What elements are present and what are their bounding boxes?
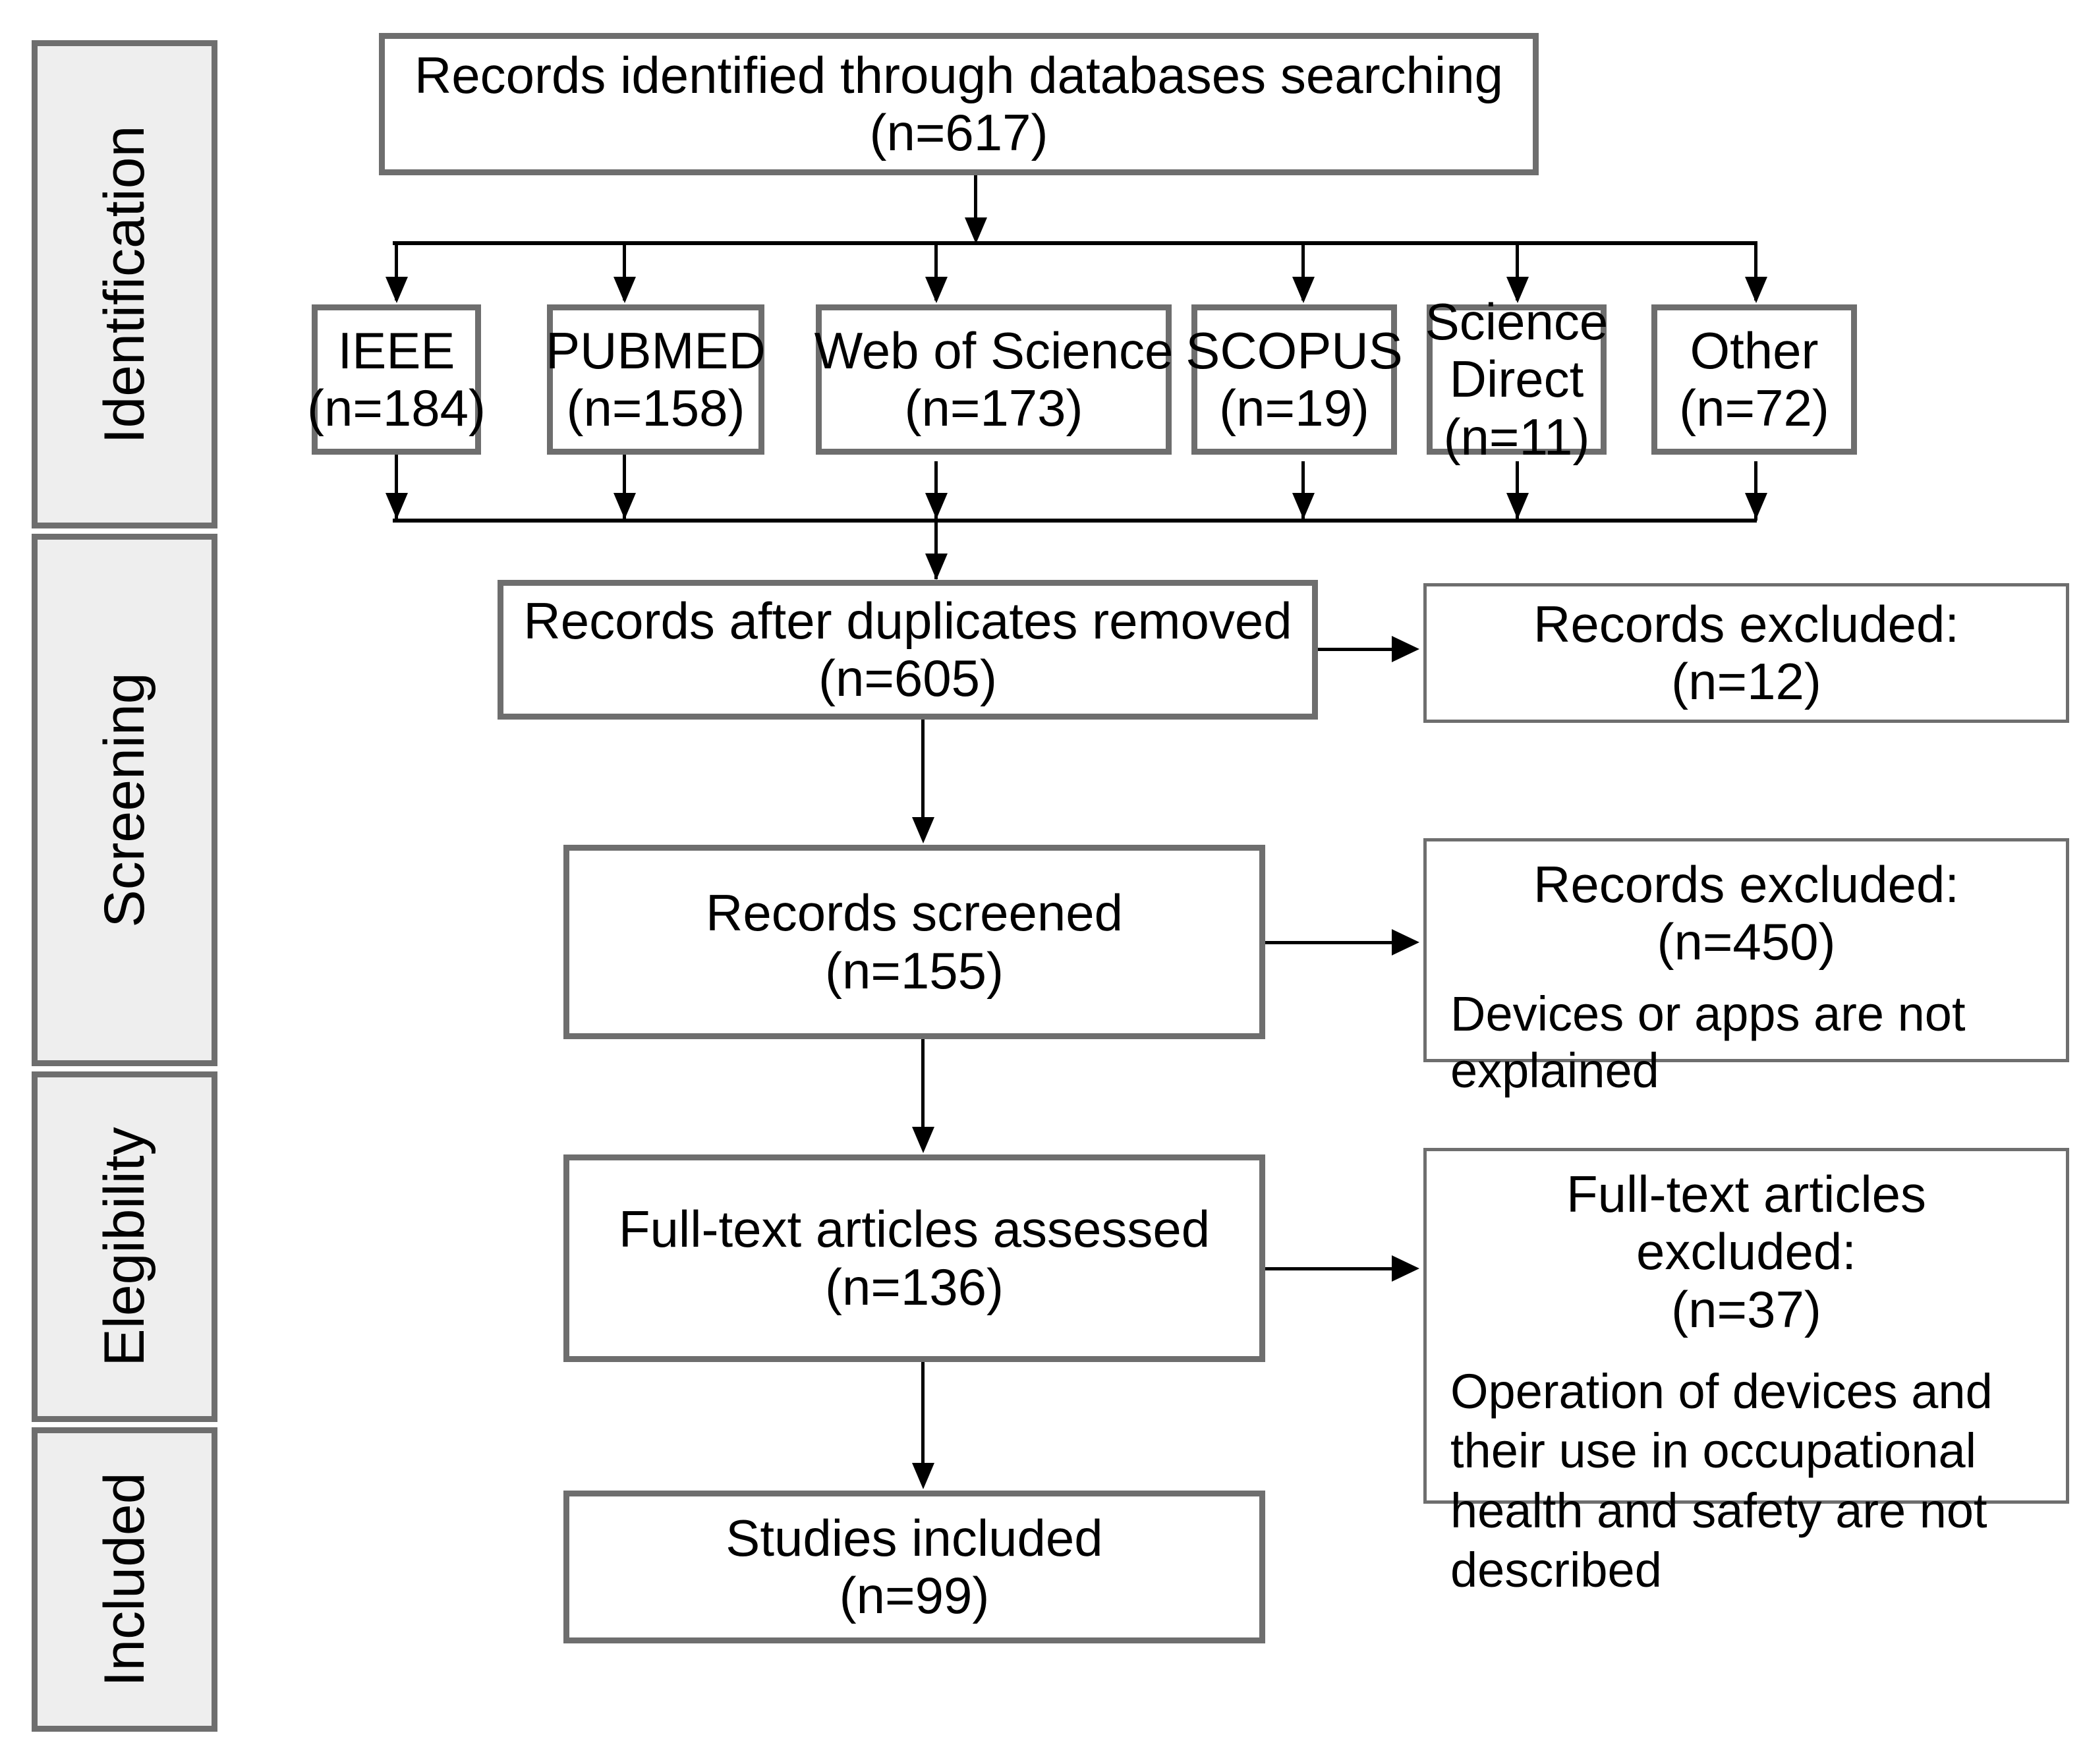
database-name: PUBMED	[546, 321, 766, 380]
arrowhead-down	[965, 217, 987, 244]
connector-pubmed-to-merge	[623, 455, 626, 521]
box-title: Full-text articles assessed	[618, 1200, 1211, 1259]
connector-fulltext-to-included	[921, 1362, 925, 1484]
box-database-science-direct: Science Direct (n=11)	[1425, 293, 1609, 465]
box-fulltext-excluded: Full-text articles excluded: (n=37) Oper…	[1423, 1148, 2069, 1597]
arrowhead-down	[1745, 493, 1767, 519]
connector-fanout-bus	[393, 241, 1757, 245]
box-reason: Devices or apps are not explained	[1450, 986, 1966, 1098]
stage-rail-label: Screening	[93, 672, 156, 928]
box-title: Records excluded:	[1533, 594, 1959, 653]
database-name: Science	[1425, 292, 1609, 351]
box-count: (n=99)	[839, 1566, 990, 1624]
database-count: (n=173)	[904, 379, 1083, 437]
box-title: Records identified through databases sea…	[414, 45, 1504, 104]
box-title: Records screened	[706, 884, 1123, 942]
box-database-pubmed: PUBMED (n=158)	[546, 304, 766, 455]
arrowhead-down	[912, 1127, 934, 1153]
arrowhead-down	[1292, 493, 1315, 519]
box-count: (n=12)	[1671, 652, 1821, 710]
box-reason: Operation of devices and their use in oc…	[1450, 1364, 1993, 1597]
box-database-web-of-science: Web of Science (n=173)	[814, 304, 1174, 455]
stage-rail-included: Included	[32, 1427, 217, 1732]
connector-sciencedirect-to-merge	[1516, 461, 1519, 521]
box-records-after-duplicates: Records after duplicates removed (n=605)	[498, 580, 1318, 720]
connector-other-to-merge	[1754, 461, 1757, 521]
arrowhead-down	[925, 277, 948, 303]
database-count: (n=19)	[1219, 379, 1369, 437]
box-title: Records excluded:	[1533, 855, 1959, 913]
connector-bus-to-pubmed	[623, 241, 626, 300]
arrowhead-down	[1506, 277, 1529, 303]
box-studies-included: Studies included (n=99)	[563, 1491, 1265, 1643]
box-title: Records after duplicates removed	[523, 591, 1292, 650]
box-count: (n=37)	[1671, 1280, 1821, 1338]
box-count: (n=136)	[824, 1257, 1004, 1316]
stage-rail-label: Included	[93, 1472, 156, 1687]
box-fulltext-assessed: Full-text articles assessed (n=136)	[563, 1154, 1265, 1362]
arrowhead-down	[925, 493, 948, 519]
database-name: Web of Science	[814, 321, 1174, 380]
box-database-ieee: IEEE (n=184)	[307, 304, 486, 455]
arrowhead-down	[1745, 277, 1767, 303]
connector-merge-bus	[393, 519, 1757, 523]
box-count: (n=617)	[869, 103, 1048, 161]
box-database-scopus: SCOPUS (n=19)	[1185, 304, 1403, 455]
box-records-excluded-screened: Records excluded: (n=450) Devices or app…	[1423, 838, 2069, 1098]
box-count: (n=155)	[824, 941, 1004, 1000]
box-records-identified: Records identified through databases sea…	[379, 33, 1539, 175]
arrowhead-down	[385, 277, 408, 303]
connector-bus-to-scopus	[1301, 241, 1305, 300]
connector-ieee-to-merge	[395, 455, 398, 521]
arrowhead-down	[385, 493, 408, 519]
database-name: SCOPUS	[1185, 321, 1403, 380]
database-name: IEEE	[337, 321, 455, 380]
connector-duplicates-to-excluded	[1318, 648, 1397, 651]
stage-rail-label: Identification	[93, 125, 156, 443]
connector-identified-to-bus	[974, 175, 977, 229]
connector-bus-to-ieee	[395, 241, 398, 300]
stage-rail-identification: Identification	[32, 40, 217, 528]
database-name: Other	[1690, 321, 1819, 380]
arrowhead-down	[912, 1463, 934, 1489]
connector-bus-to-sciencedirect	[1516, 241, 1519, 300]
connector-scopus-to-merge	[1301, 461, 1305, 521]
connector-merge-to-duplicates	[934, 519, 938, 579]
box-records-excluded-duplicates: Records excluded: (n=12)	[1423, 583, 2069, 723]
arrowhead-down	[1292, 277, 1315, 303]
box-records-screened: Records screened (n=155)	[563, 845, 1265, 1039]
database-count: (n=72)	[1679, 379, 1829, 437]
connector-wos-to-merge	[934, 461, 938, 521]
connector-bus-to-wos	[934, 241, 938, 300]
arrowhead-down	[613, 277, 636, 303]
stage-rail-label: Elegibility	[93, 1127, 156, 1367]
database-count: (n=11)	[1443, 407, 1590, 466]
box-count: (n=450)	[1657, 913, 1836, 971]
connector-screened-to-fulltext	[921, 1039, 925, 1148]
box-count: (n=605)	[818, 649, 998, 707]
arrowhead-down	[613, 493, 636, 519]
box-title: Full-text articles excluded:	[1566, 1165, 1927, 1281]
arrowhead-right	[1392, 636, 1419, 662]
arrowhead-right	[1392, 1255, 1419, 1282]
box-database-other: Other (n=72)	[1651, 304, 1857, 455]
stage-rail-eligibility: Elegibility	[32, 1071, 217, 1422]
connector-fulltext-to-excluded	[1265, 1267, 1397, 1270]
arrowhead-right	[1392, 929, 1419, 955]
database-count: (n=184)	[306, 379, 486, 437]
connector-screened-to-excluded	[1265, 941, 1397, 944]
stage-rail-screening: Screening	[32, 534, 217, 1066]
connector-bus-to-other	[1754, 241, 1757, 300]
database-count: (n=158)	[566, 379, 745, 437]
arrowhead-down	[912, 817, 934, 843]
connector-duplicates-to-screened	[921, 720, 925, 838]
box-title: Studies included	[726, 1508, 1103, 1567]
arrowhead-down	[925, 554, 948, 580]
arrowhead-down	[1506, 493, 1529, 519]
database-name-line2: Direct	[1449, 350, 1584, 409]
